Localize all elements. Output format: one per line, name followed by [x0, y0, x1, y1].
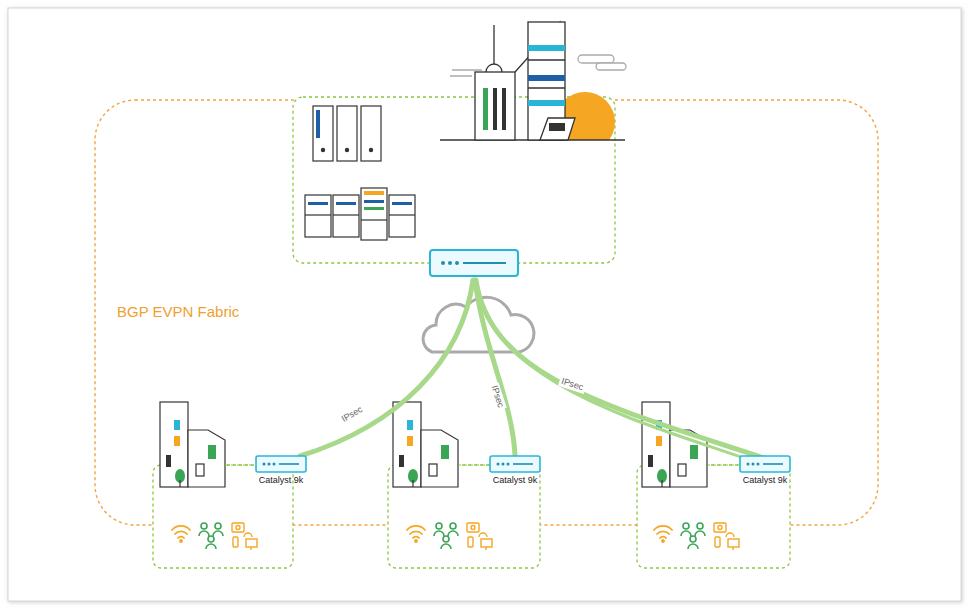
switch-icon: [255, 455, 307, 473]
server-racks: [305, 106, 415, 240]
device-label: Catalyst 9k: [487, 455, 543, 485]
switch-icon: [489, 455, 541, 473]
frame: [8, 8, 961, 601]
device-label: Catalyst 9k: [253, 455, 309, 485]
switch-node: Catalyst 9k: [737, 455, 793, 487]
site-endpoints: [407, 523, 492, 550]
tunnel-label: IPsec: [488, 382, 507, 411]
fabric-region: BGP EVPN FabricCatalyst 9k Catalyst 9k Cat…: [95, 100, 878, 525]
ipsec-tunnel: [300, 280, 770, 462]
site-building: [160, 402, 225, 487]
site-endpoints: [172, 523, 257, 550]
switch-node: Catalyst 9k: [487, 455, 543, 487]
site-endpoints: [654, 523, 739, 550]
tunnel-label: IPsec: [338, 403, 366, 426]
switch-icon: [739, 455, 791, 473]
site-building: [393, 402, 458, 487]
switch-node: Catalyst 9k: [253, 455, 309, 487]
device-label: Catalyst 9k: [737, 455, 793, 485]
hub-router: [430, 250, 518, 276]
site-building: [642, 402, 707, 487]
hq-box: [293, 97, 615, 263]
hq-buildings: [440, 22, 626, 152]
tunnel-label: IPsec: [558, 375, 587, 394]
fabric-title: BGP EVPN Fabric: [117, 303, 239, 320]
